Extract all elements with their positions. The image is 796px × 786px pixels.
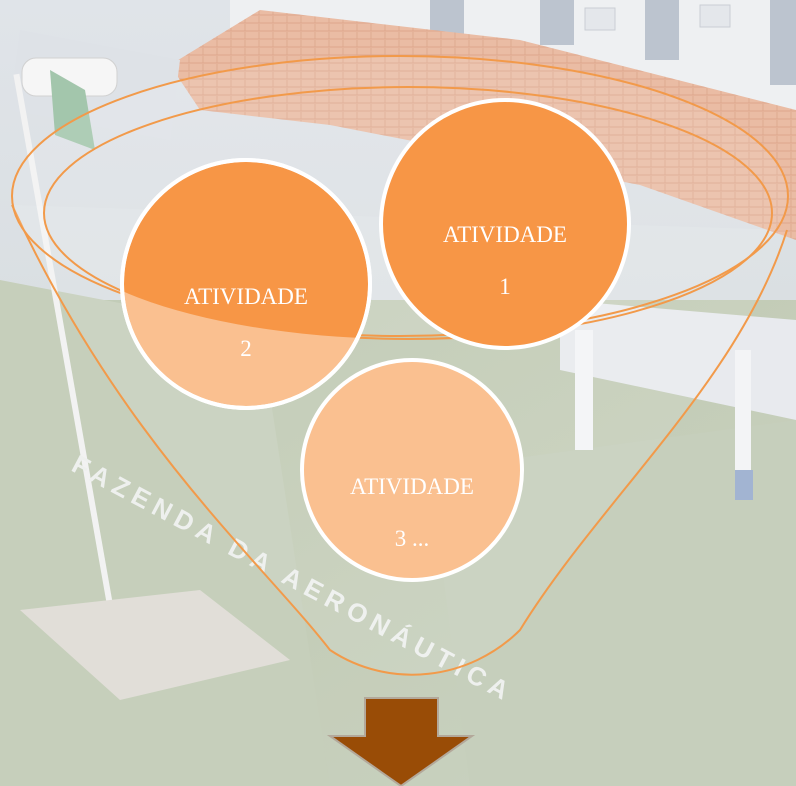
- activity-circle-1: [379, 98, 631, 350]
- arrow-down-icon: [326, 697, 476, 786]
- activity-circle-3: [300, 358, 524, 582]
- activity-1-number: 1: [499, 274, 511, 299]
- activity-2-number: 2: [240, 336, 252, 361]
- activity-3-label: ATIVIDADE 3 ...: [312, 448, 512, 552]
- window-4: [770, 0, 796, 85]
- activity-circle-2: [120, 158, 372, 410]
- window-2: [540, 0, 574, 45]
- activity-2-title: ATIVIDADE: [184, 284, 308, 309]
- flag: [50, 70, 95, 150]
- activity-1-title: ATIVIDADE: [443, 222, 567, 247]
- window-1: [430, 0, 464, 35]
- activity-3-number: 3 ...: [394, 526, 430, 551]
- funnel-inner-rim: [43, 86, 773, 340]
- activity-1-label: ATIVIDADE 1: [405, 196, 605, 300]
- activity-2-label: ATIVIDADE 2: [146, 258, 346, 362]
- window-3: [645, 0, 679, 60]
- flag-pole: [13, 73, 117, 627]
- activity-3-title: ATIVIDADE: [350, 474, 474, 499]
